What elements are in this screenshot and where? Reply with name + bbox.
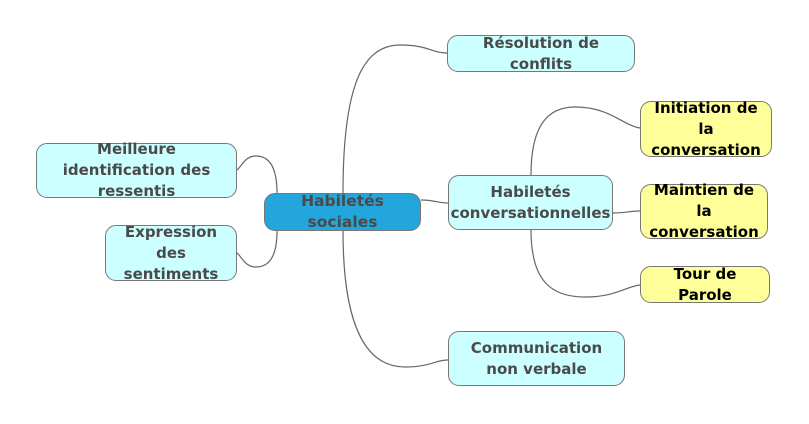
node-label: Communication non verbale bbox=[470, 338, 603, 378]
link-expression bbox=[236, 230, 278, 268]
link-resolution bbox=[342, 44, 448, 194]
node-label: Habiletés conversationnelles bbox=[450, 182, 611, 222]
link-maintien bbox=[612, 210, 641, 214]
link-conversational bbox=[420, 199, 449, 204]
node-nonverbal[interactable]: Communication non verbale bbox=[448, 331, 625, 386]
link-tour bbox=[530, 229, 641, 298]
node-maintien[interactable]: Maintien de la conversation bbox=[640, 181, 768, 241]
node-identification[interactable]: Meilleure identification des ressentis bbox=[36, 140, 237, 200]
node-tour[interactable]: Tour de Parole bbox=[640, 264, 770, 304]
node-label: Expression des sentiments bbox=[123, 222, 219, 283]
node-resolution[interactable]: Résolution de conflits bbox=[447, 33, 635, 73]
link-nonverbal bbox=[342, 230, 449, 368]
node-label: Tour de Parole bbox=[673, 264, 737, 304]
node-initiation[interactable]: Initiation de la conversation bbox=[640, 99, 772, 159]
node-expression[interactable]: Expression des sentiments bbox=[105, 223, 237, 283]
node-label: Maintien de la conversation bbox=[649, 181, 759, 241]
node-label: Initiation de la conversation bbox=[651, 98, 761, 159]
node-label: Résolution de conflits bbox=[482, 33, 600, 73]
root-label: Habiletés sociales bbox=[301, 192, 384, 231]
node-label: Meilleure identification des ressentis bbox=[62, 140, 211, 200]
root-node[interactable]: Habiletés sociales bbox=[264, 192, 421, 231]
link-initiation bbox=[530, 106, 641, 176]
link-identification bbox=[236, 155, 278, 194]
node-conversational[interactable]: Habiletés conversationnelles bbox=[448, 175, 613, 230]
